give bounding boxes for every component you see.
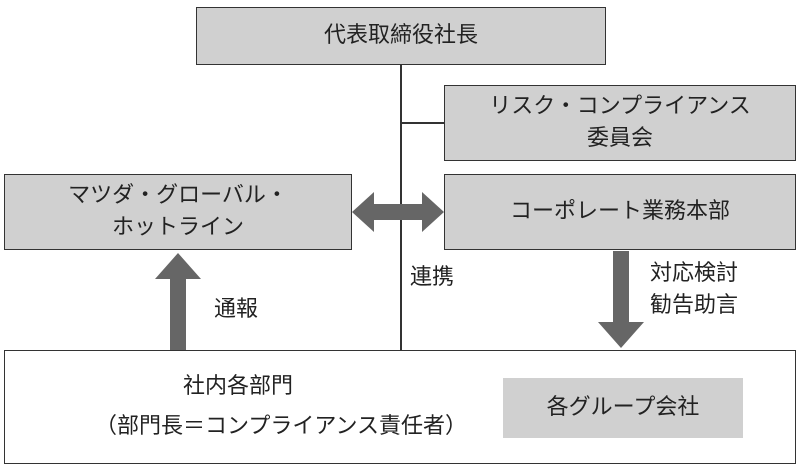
hotline-box: マツダ・グローバル・ ホットライン (4, 174, 352, 250)
departments-label-line2: （部門長＝コンプライアンス責任者） (95, 414, 468, 439)
corporate-hq-box: コーポレート業務本部 (444, 174, 796, 250)
group-companies-label: 各グループ会社 (546, 395, 700, 421)
coordination-double-arrow (352, 192, 444, 232)
response-down-arrow (598, 251, 644, 348)
group-companies-box: 各グループ会社 (503, 378, 743, 438)
report-up-arrow (155, 253, 201, 350)
departments-label-line1: 社内各部門 (183, 374, 294, 399)
president-label: 代表取締役社長 (323, 23, 478, 49)
hotline-label-line2: ホットライン (111, 215, 244, 240)
president-box: 代表取締役社長 (196, 7, 606, 65)
report-label: 通報 (214, 297, 259, 322)
risk-committee-box: リスク・コンプライアンス 委員会 (444, 85, 796, 161)
risk-committee-branch-line (400, 122, 444, 124)
response-label: 対応検討 勧告助言 (650, 258, 738, 322)
risk-committee-label-line2: 委員会 (586, 126, 653, 151)
risk-committee-label-line1: リスク・コンプライアンス (489, 94, 751, 120)
corporate-hq-label: コーポレート業務本部 (509, 199, 730, 225)
response-label-line2: 勧告助言 (650, 292, 739, 318)
response-label-line1: 対応検討 (650, 261, 739, 286)
coordination-label: 連携 (410, 265, 455, 290)
departments-box: 社内各部門 （部門長＝コンプライアンス責任者） (4, 350, 796, 464)
hotline-label-line1: マツダ・グローバル・ (68, 183, 288, 209)
